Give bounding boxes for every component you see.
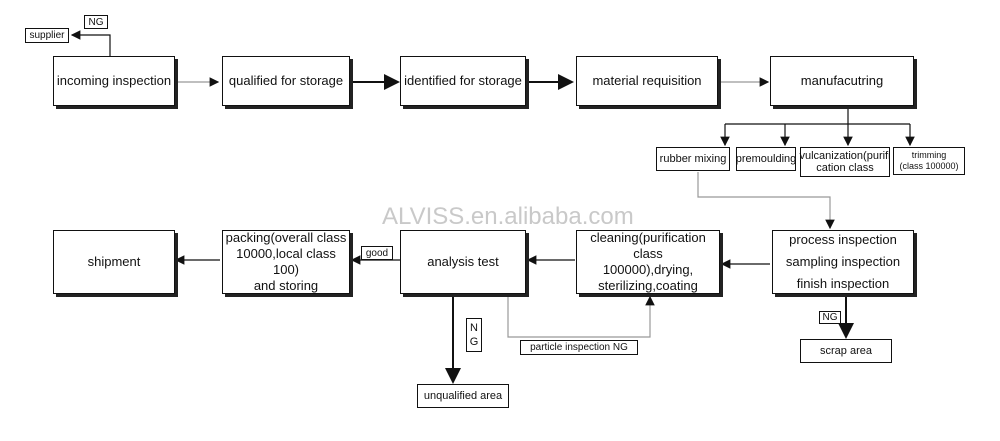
- analysis-test-box: analysis test: [400, 230, 526, 294]
- arrow-ng-to-supplier: [70, 30, 111, 56]
- packing-line-3: and storing: [253, 278, 319, 293]
- ng-label-vertical: N G: [466, 318, 482, 352]
- process-inspection-box: process inspection sampling inspection f…: [772, 230, 914, 294]
- supplier-box: supplier: [25, 28, 69, 43]
- rubber-mixing-box: rubber mixing: [656, 147, 730, 171]
- cleaning-line-2: 100000),drying,: [602, 262, 694, 277]
- good-label: good: [361, 246, 393, 260]
- trimming-line-1: trimming: [911, 150, 947, 160]
- arrow-particle-loop: [507, 295, 655, 338]
- vulcanization-box: vulcanization(purifi cation class: [799, 147, 891, 177]
- scrap-area-box: scrap area: [800, 339, 892, 363]
- vulcanization-line-2: cation class: [816, 162, 874, 174]
- process-inspection-line-3: finish inspection: [796, 276, 890, 291]
- cleaning-line-1: cleaning(purification class: [590, 230, 706, 261]
- ng-vertical-g: G: [469, 336, 479, 348]
- packing-line-1: packing(overall class: [225, 230, 347, 245]
- particle-inspection-label: particle inspection NG: [520, 340, 638, 355]
- qualified-storage-box: qualified for storage: [222, 56, 350, 106]
- cleaning-box: cleaning(purification class 100000),dryi…: [576, 230, 720, 294]
- ng-label-scrap: NG: [819, 311, 841, 324]
- cleaning-line-3: sterilizing,coating: [598, 278, 698, 293]
- premoulding-box: premoulding: [736, 147, 796, 171]
- process-inspection-line-1: process inspection: [789, 232, 897, 247]
- packing-line-2: 10000,local class 100): [236, 246, 336, 277]
- ng-label-top: NG: [84, 15, 108, 29]
- trimming-box: trimming (class 100000): [893, 147, 965, 175]
- merge-line: [697, 172, 835, 230]
- process-inspection-line-2: sampling inspection: [785, 254, 901, 269]
- material-requisition-box: material requisition: [576, 56, 718, 106]
- manufacturing-box: manufacutring: [770, 56, 914, 106]
- vulcanization-line-1: vulcanization(purifi: [799, 150, 891, 162]
- watermark: ALVISS.en.alibaba.com: [382, 203, 634, 230]
- identified-storage-box: identified for storage: [400, 56, 526, 106]
- packing-box: packing(overall class 10000,local class …: [222, 230, 350, 294]
- ng-vertical-n: N: [470, 322, 478, 334]
- shipment-box: shipment: [53, 230, 175, 294]
- unqualified-area-box: unqualified area: [417, 384, 509, 408]
- incoming-inspection-box: incoming inspection: [53, 56, 175, 106]
- trimming-line-2: (class 100000): [899, 161, 959, 171]
